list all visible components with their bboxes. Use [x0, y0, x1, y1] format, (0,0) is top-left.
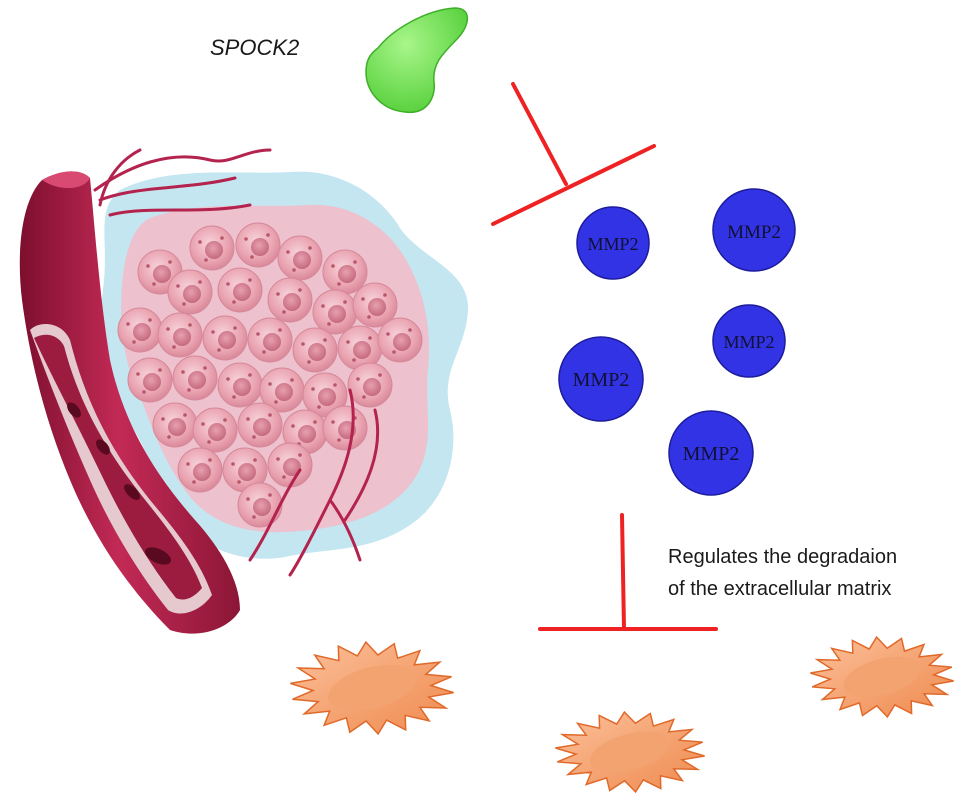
annotation-line-2: of the extracellular matrix: [668, 578, 891, 600]
star-cell-icon: [810, 637, 953, 717]
tumor-cell: [313, 290, 357, 334]
tumor-cell: [158, 313, 202, 357]
svg-text:MMP2: MMP2: [727, 222, 781, 243]
inhibition-arrow-upper: [493, 84, 654, 224]
tumor-cell: [193, 408, 237, 452]
svg-text:MMP2: MMP2: [683, 443, 740, 465]
svg-text:MMP2: MMP2: [573, 369, 630, 391]
tumor-cell: [278, 236, 322, 280]
tumor-cell: [168, 270, 212, 314]
tumor-cell: [153, 403, 197, 447]
mmp2-enzyme: MMP2: [559, 337, 643, 421]
star-cell-icon: [290, 642, 453, 734]
tumor-cell: [218, 268, 262, 312]
mmp2-enzyme: MMP2: [577, 207, 649, 279]
tumor-cell: [348, 363, 392, 407]
star-cell-icon: [555, 712, 704, 792]
mmp2-enzyme: MMP2: [713, 305, 785, 377]
tumor-cell: [236, 223, 280, 267]
mmp2-enzyme: MMP2: [669, 411, 753, 495]
tumor-cell: [178, 448, 222, 492]
annotation-line-1: Regulates the degradaion: [668, 546, 897, 568]
tumor-cell: [238, 403, 282, 447]
tumor-cell: [238, 483, 282, 527]
spock2-label: SPOCK2: [210, 35, 299, 60]
tumor-cell: [190, 226, 234, 270]
tumor-cell: [293, 328, 337, 372]
tumor-cell: [378, 318, 422, 362]
tumor-cell: [128, 358, 172, 402]
tumor-cell: [118, 308, 162, 352]
svg-text:MMP2: MMP2: [587, 234, 638, 254]
tumor-cell: [173, 356, 217, 400]
tumor-cell: [323, 406, 367, 450]
tumor-cell: [268, 278, 312, 322]
inhibition-arrow-lower: [540, 515, 716, 629]
svg-text:MMP2: MMP2: [723, 332, 774, 352]
tumor-cell: [248, 318, 292, 362]
mmp2-enzyme: MMP2: [713, 189, 795, 271]
tumor-cell: [268, 443, 312, 487]
tumor-cell: [203, 316, 247, 360]
tumor-cell: [218, 363, 262, 407]
tumor-cell: [323, 250, 367, 294]
spock2-protein-icon: [366, 8, 467, 112]
